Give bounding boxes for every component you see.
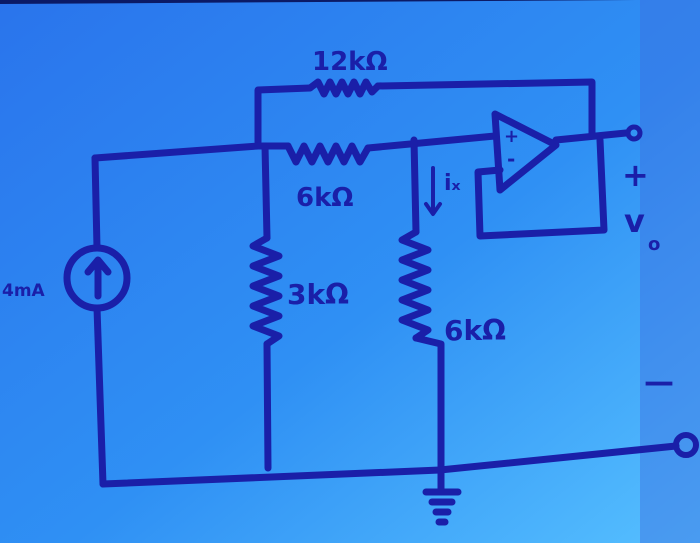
current-source-circle: [63, 244, 131, 312]
output-v-label: v: [624, 202, 645, 240]
wire-opamp-output: [552, 129, 630, 144]
label-6k-shunt: 6kΩ: [444, 314, 506, 347]
label-3k: 3kΩ: [287, 278, 349, 311]
wire-top-right: [374, 78, 596, 138]
opamp-plus-sign: +: [504, 126, 519, 147]
current-source-arrow-icon: [84, 256, 112, 300]
label-12k: 12kΩ: [312, 47, 388, 77]
wire-series-right: [364, 132, 499, 152]
output-v-subscript: o: [648, 234, 660, 255]
output-minus-sign: —: [644, 365, 674, 400]
resistor-6k-shunt-zigzag: [398, 228, 432, 342]
label-ix: iₓ: [444, 171, 461, 196]
label-4ma: 4mA: [2, 281, 46, 301]
output-terminal-bottom: [673, 432, 699, 458]
resistor-6k-series-zigzag: [284, 142, 372, 166]
wire-source-to-bottom: [93, 304, 107, 488]
resistor-12k-zigzag: [306, 78, 382, 98]
resistor-3k-zigzag: [249, 234, 283, 348]
output-terminal-top: [625, 124, 643, 142]
wire-top-left-riser: [254, 84, 314, 146]
right-background-strip: [640, 0, 700, 543]
wire-left-down-to-source: [91, 154, 101, 252]
output-plus-sign: +: [622, 156, 649, 194]
wire-feedback: [474, 136, 608, 240]
wire-3k-top: [261, 142, 271, 242]
opamp-minus-sign: -: [507, 147, 515, 171]
wire-left-top: [91, 142, 262, 162]
ix-arrow-icon: [424, 166, 442, 216]
ground-icon: [422, 466, 462, 526]
label-6k-series: 6kΩ: [296, 183, 353, 213]
wire-6k-shunt-bottom: [412, 334, 445, 476]
wire-3k-bottom: [263, 340, 272, 472]
wire-6k-shunt-top: [410, 136, 420, 236]
opamp-triangle: [491, 110, 560, 194]
